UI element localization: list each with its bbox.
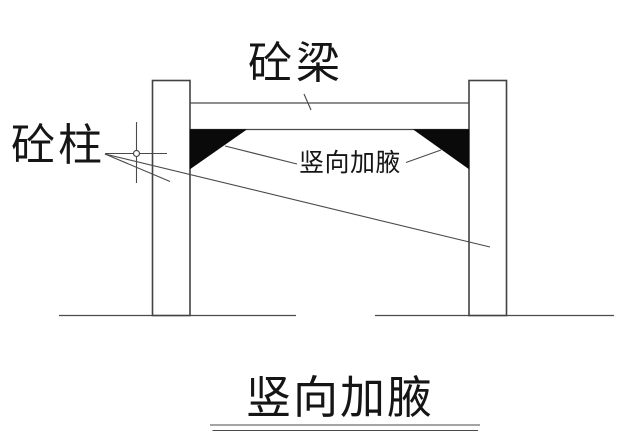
right-haunch-triangle: [412, 129, 470, 170]
beam-leader-line: [303, 93, 312, 111]
haunch-leader-line-right: [405, 149, 442, 164]
crosshair-marker-icon: [105, 122, 167, 183]
left-column-outline: [151, 79, 191, 317]
column-leader-line-long: [104, 153, 491, 248]
crosshair-snap-circle: [132, 149, 141, 158]
column-label: 砼柱: [11, 121, 105, 170]
right-column-outline: [468, 79, 508, 317]
haunch-callout-label: 竖向加腋: [299, 150, 402, 177]
haunch-leader-line-left: [224, 145, 298, 165]
drawing-caption: 竖向加腋: [246, 373, 435, 423]
beam-label: 砼梁: [248, 39, 344, 88]
left-haunch-triangle: [189, 129, 248, 170]
column-leader-line-short: [104, 153, 171, 183]
